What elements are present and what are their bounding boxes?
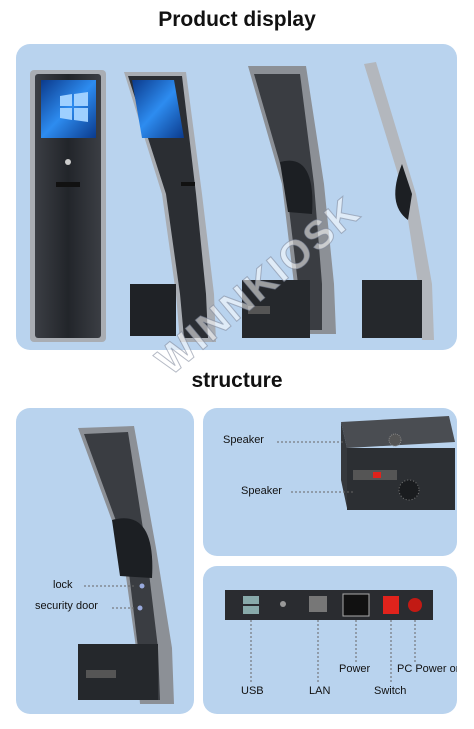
switch-label: Switch bbox=[374, 685, 407, 697]
power-label: Power bbox=[339, 663, 371, 675]
kiosk-angled-view bbox=[124, 72, 216, 342]
kiosk-side-view bbox=[362, 62, 434, 340]
kiosk-structure-illustration bbox=[78, 426, 174, 704]
switch-icon bbox=[383, 596, 399, 614]
pc-power-on-label: PC Power on bbox=[397, 663, 457, 675]
port-strip-illustration bbox=[225, 590, 433, 682]
lan-port-icon bbox=[309, 596, 327, 612]
structure-kiosk-panel: lock security door bbox=[16, 408, 194, 714]
lan-label: LAN bbox=[309, 685, 331, 697]
pc-power-button-icon bbox=[408, 598, 422, 612]
kiosk-front-view bbox=[30, 70, 106, 342]
kiosk-views-illustration bbox=[30, 62, 434, 342]
power-socket-icon bbox=[342, 593, 370, 617]
lock-label: lock bbox=[53, 579, 73, 591]
ports-panel: Power PC Power on USB LAN Switch bbox=[203, 566, 457, 714]
usb-port-icon bbox=[243, 596, 259, 604]
product-display-panel bbox=[16, 44, 457, 350]
base-box-illustration bbox=[277, 416, 455, 510]
product-display-heading: Product display bbox=[158, 8, 316, 31]
lock-icon bbox=[139, 583, 145, 589]
structure-heading: structure bbox=[191, 369, 283, 392]
switch-icon bbox=[373, 472, 381, 478]
speaker-label-2: Speaker bbox=[241, 485, 282, 497]
security-door-label: security door bbox=[35, 600, 98, 612]
kiosk-open-view bbox=[242, 66, 336, 338]
usb-label: USB bbox=[241, 685, 264, 697]
speaker-label-1: Speaker bbox=[223, 434, 264, 446]
speaker-panel: Speaker Speaker bbox=[203, 408, 457, 556]
